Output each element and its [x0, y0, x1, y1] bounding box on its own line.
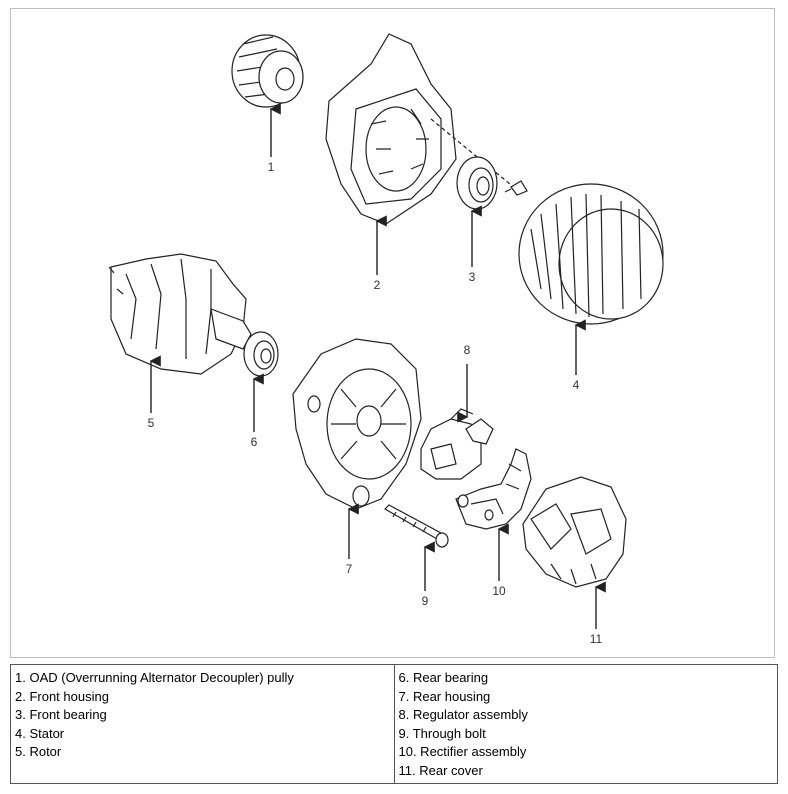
callout-number: 2: [374, 278, 381, 292]
callout-number: 10: [492, 584, 506, 598]
legend-item: 10. Rectifier assembly: [398, 744, 527, 759]
front-housing: [325, 33, 517, 225]
stator: [518, 183, 664, 325]
legend-item: 6. Rear bearing: [398, 670, 489, 685]
legend-item: 7. Rear housing: [398, 688, 491, 704]
legend-item: 4. Stator: [15, 725, 65, 741]
through-bolt: [384, 504, 449, 548]
regulator-assembly: [420, 408, 494, 480]
rectifier-assembly: [455, 448, 532, 530]
callout-number: 1: [268, 160, 275, 174]
rear-housing: [292, 338, 422, 510]
callout-number: 7: [346, 562, 353, 576]
legend-item: 9. Through bolt: [398, 725, 486, 741]
legend-item: 5. Rotor: [15, 744, 62, 759]
callout-number: 3: [469, 270, 476, 284]
callout-number: 4: [573, 378, 580, 392]
front-bearing: [456, 156, 498, 210]
legend-item: 3. Front bearing: [15, 707, 107, 722]
legend-column-left: 1. OAD (Overrunning Alternator Decoupler…: [11, 665, 394, 783]
callout-number: 9: [422, 594, 429, 608]
rear-cover: [522, 476, 627, 588]
legend-item: 11. Rear cover: [398, 762, 483, 778]
oad-pulley: [231, 34, 304, 108]
legend-item: 8. Regulator assembly: [398, 707, 528, 722]
callout-number: 5: [148, 416, 155, 430]
leader-arrows: [149, 103, 606, 629]
exploded-diagram: 1 2 3 4 5 6 7 8 9 10 11: [10, 8, 775, 658]
legend-item: 1. OAD (Overrunning Alternator Decoupler…: [15, 670, 294, 685]
callout-number: 6: [251, 435, 258, 449]
rear-bearing: [243, 331, 279, 377]
small-screw: [504, 180, 528, 196]
callout-number: 11: [590, 632, 603, 646]
parts-legend: 1. OAD (Overrunning Alternator Decoupler…: [10, 664, 778, 784]
legend-item: 2. Front housing: [15, 688, 109, 704]
rotor: [108, 253, 252, 375]
diagram-canvas: 1 2 3 4 5 6 7 8 9 10 11: [108, 33, 664, 646]
callout-number: 8: [464, 343, 471, 357]
callout-labels: 1 2 3 4 5 6 7 8 9 10 11: [148, 160, 603, 646]
legend-column-right: 6. Rear bearing 7. Rear housing 8. Regul…: [393, 665, 778, 783]
